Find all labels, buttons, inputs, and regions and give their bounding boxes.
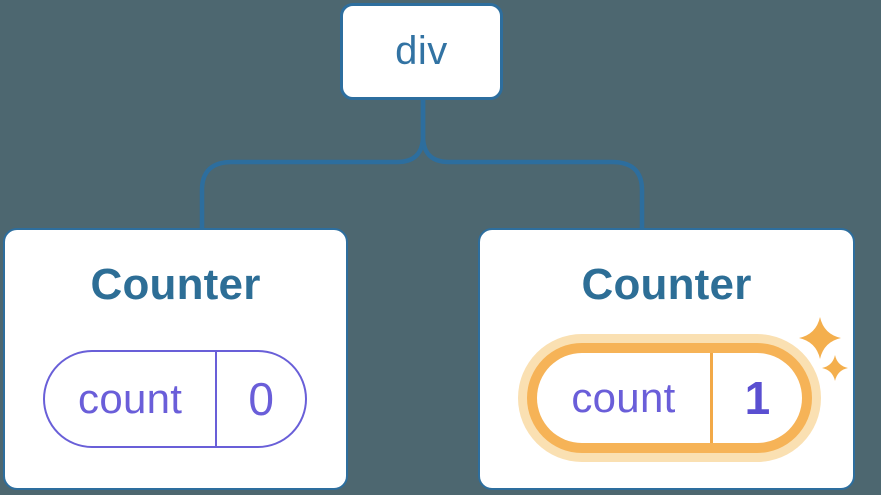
state-key-label: count [571, 374, 676, 421]
root-node-label: div [395, 29, 448, 73]
state-pill: count 1 [537, 353, 802, 443]
branch-left-line [199, 99, 426, 229]
state-key-section: count [45, 352, 218, 446]
state-value-section: 1 [713, 353, 802, 443]
counter-card-title: Counter [90, 260, 261, 309]
counter-card-left: Counter count 0 [3, 228, 348, 490]
state-pill-highlight-ring: count 1 [527, 343, 812, 453]
root-node: div [340, 3, 503, 100]
state-key-section: count [537, 353, 713, 443]
counter-card-right: Counter count 1 [478, 228, 855, 490]
branch-right-line [420, 99, 645, 229]
sparkle-small [822, 355, 848, 381]
state-pill: count 0 [43, 350, 307, 448]
state-pill-highlight-halo: count 1 [518, 334, 821, 462]
state-value-section: 0 [217, 352, 305, 446]
sparkle-large [799, 317, 841, 359]
counter-card-title: Counter [581, 260, 752, 309]
state-value: 0 [248, 373, 274, 425]
state-value-updated: 1 [744, 372, 771, 424]
state-key-label: count [78, 375, 183, 422]
